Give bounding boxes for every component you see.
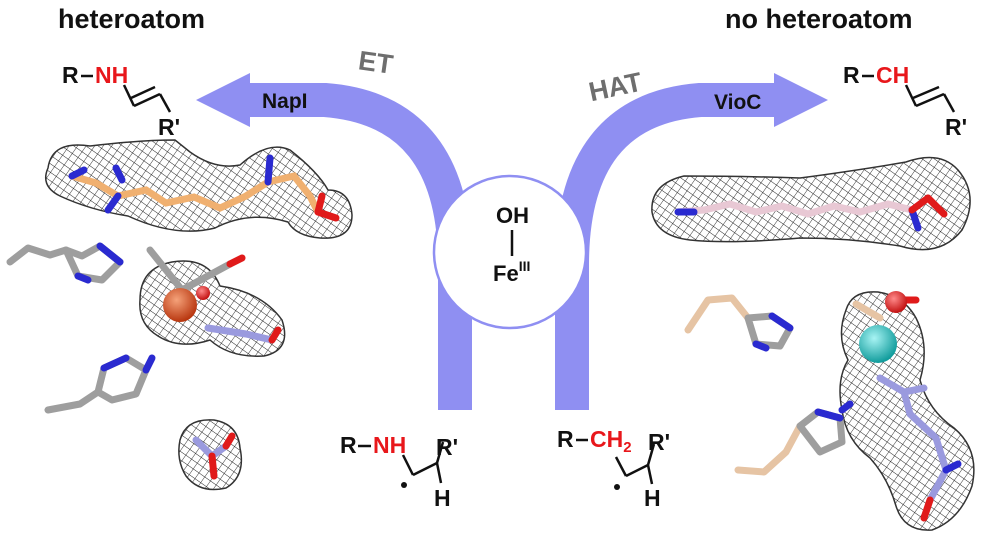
radical-left: R NH R' H [340,432,458,511]
arrow-left-branch [196,73,472,410]
fe-label: FeIII [493,258,530,286]
product-right: R CH R' [843,62,967,140]
left-oxygen-atom [196,286,210,300]
svg-text:R: R [62,62,79,88]
right-substrate-sticks [674,194,948,232]
left-iron-sticks [146,246,282,344]
left-histidine-1 [6,242,124,284]
right-metal-sticks [852,296,962,522]
enzyme-label-napi: NapI [262,90,308,113]
radical-right: R CH2 R' H [557,426,670,511]
svg-text:R': R' [945,114,967,140]
svg-text:NH: NH [373,432,406,458]
svg-text:R': R' [158,114,180,140]
right-metal-atom [859,325,897,363]
right-histidine-2 [734,400,854,476]
left-iron-atom [163,288,197,322]
right-histidine-1 [684,294,794,352]
svg-text:CH: CH [876,62,909,88]
svg-text:R: R [340,432,357,458]
left-substrate-density-mesh [45,139,353,239]
svg-text:NH: NH [95,62,128,88]
svg-text:H: H [434,485,451,511]
enzyme-label-vioc: VioC [714,91,761,114]
iron-center-circle [432,174,588,330]
svg-text:CH2: CH2 [590,426,632,456]
left-histidine-2 [44,354,156,414]
title-no-heteroatom: no heteroatom [725,4,913,34]
svg-text:R': R' [436,434,458,460]
title-heteroatom: heteroatom [58,4,205,34]
right-oxygen-atom [885,291,907,313]
oh-label: OH [496,203,529,228]
svg-text:R: R [843,62,860,88]
mechanism-label-et: ET [357,45,396,80]
product-left: R NH R' [62,62,180,140]
svg-text:R': R' [648,429,670,455]
svg-text:R: R [557,426,574,452]
left-ligand-sticks [192,432,236,480]
svg-text:H: H [644,485,661,511]
right-substrate-density-mesh [651,156,971,251]
left-substrate-sticks [68,154,340,222]
